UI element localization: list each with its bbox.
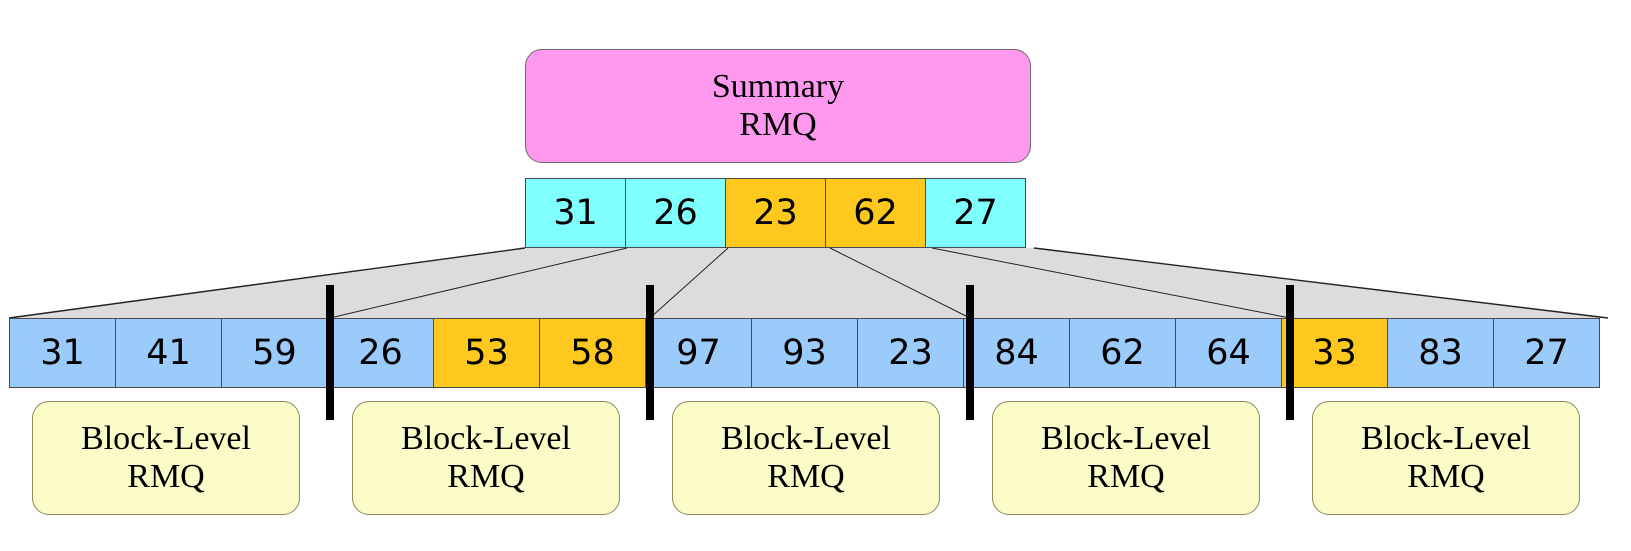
summary-rmq-label-line2: RMQ [739,106,817,143]
block-level-rmq-label-line1-1: Block-Level [401,419,571,457]
block-level-rmq-label-line2-1: RMQ [447,458,525,495]
summary-cell-1[interactable]: 26 [625,178,726,248]
main-cell-1[interactable]: 41 [115,318,222,388]
fan-edge-outer-left [8,247,526,319]
block-level-rmq-label-line2-3: RMQ [1087,458,1165,495]
block-level-rmq-label-line1-2: Block-Level [721,419,891,457]
summary-cell-2[interactable]: 23 [725,178,826,248]
main-cell-11[interactable]: 64 [1175,318,1282,388]
main-cell-9[interactable]: 84 [963,318,1070,388]
block-level-rmq-label-line1-4: Block-Level [1361,419,1531,457]
main-cell-12[interactable]: 33 [1281,318,1388,388]
summary-cell-4[interactable]: 27 [925,178,1026,248]
summary-cell-0[interactable]: 31 [525,178,626,248]
main-cell-2[interactable]: 59 [221,318,328,388]
main-cell-3[interactable]: 26 [327,318,434,388]
fan-ray-2 [649,247,729,319]
fan-trapezoid [9,248,1608,318]
main-cell-0[interactable]: 31 [9,318,116,388]
block-level-rmq-label-line2-2: RMQ [767,458,845,495]
fan-ray-1 [329,247,628,319]
main-cell-7[interactable]: 93 [751,318,858,388]
block-separator-2 [966,285,974,420]
fan-ray-4 [931,247,1291,319]
summary-rmq-box[interactable]: Summary RMQ [525,49,1031,163]
main-cell-8[interactable]: 23 [857,318,964,388]
block-level-rmq-label-line2-4: RMQ [1407,458,1485,495]
fan-edge-outer-right [1033,247,1609,319]
main-cell-14[interactable]: 27 [1493,318,1600,388]
main-cell-4[interactable]: 53 [433,318,540,388]
summary-rmq-label-line1: Summary [711,67,845,105]
main-cell-10[interactable]: 62 [1069,318,1176,388]
block-separator-0 [326,285,334,420]
main-cell-5[interactable]: 58 [539,318,646,388]
main-cell-13[interactable]: 83 [1387,318,1494,388]
block-level-rmq-label-line1-3: Block-Level [1041,419,1211,457]
main-cell-6[interactable]: 97 [645,318,752,388]
block-level-rmq-label-line1-0: Block-Level [81,419,251,457]
summary-cell-3[interactable]: 62 [825,178,926,248]
fan-ray-3 [829,247,971,319]
block-separator-3 [1286,285,1294,420]
block-level-rmq-label-line2-0: RMQ [127,458,205,495]
block-separator-1 [646,285,654,420]
